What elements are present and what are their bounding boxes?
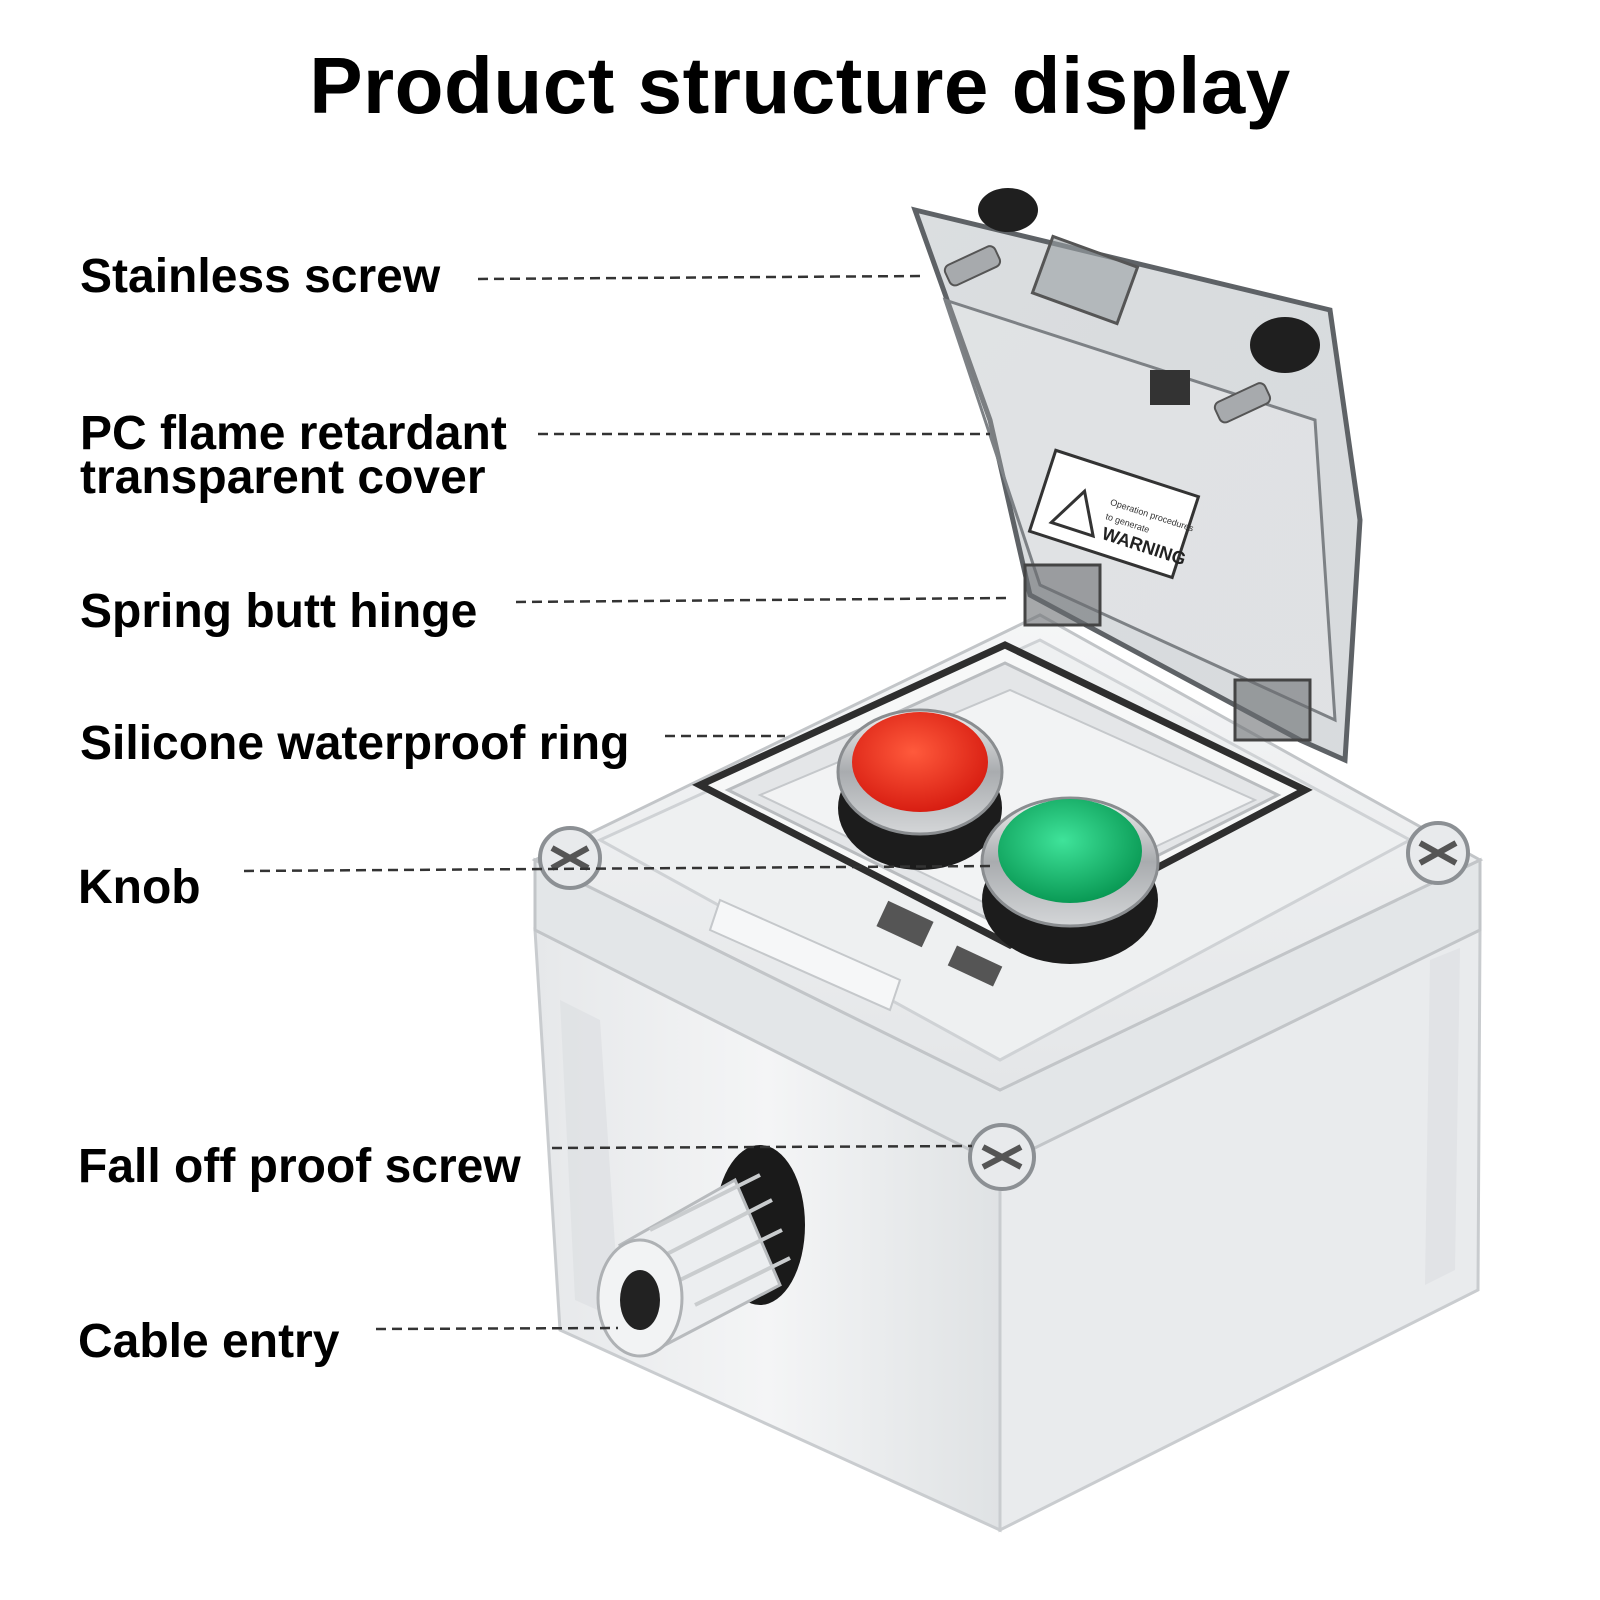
fall-off-proof-screw: [968, 1123, 1036, 1191]
label-cable-entry: Cable entry: [78, 1315, 340, 1368]
red-button: [836, 708, 1004, 870]
leader-spring-hinge: [515, 596, 1011, 604]
green-button: [980, 796, 1160, 964]
label-stainless-screw: Stainless screw: [80, 250, 441, 303]
label-pc-cover-line1: PC flame retardant: [80, 407, 507, 460]
stainless-screw-left: [943, 188, 1038, 287]
label-pc-cover-line2: transparent cover: [80, 451, 486, 504]
page-title: Product structure display: [309, 41, 1291, 130]
leader-fall-off-screw: [551, 1144, 973, 1150]
label-pc-cover: PC flame retardant transparent cover: [80, 407, 507, 504]
leader-cable-entry: [375, 1326, 619, 1331]
label-knob: Knob: [78, 861, 201, 914]
cable-gland: [596, 1145, 805, 1358]
corner-screw-left: [538, 826, 602, 890]
stainless-screw-right: [1213, 317, 1320, 424]
leader-lines: [243, 274, 1011, 1331]
corner-screw-right: [1406, 821, 1470, 885]
leader-knob: [243, 864, 994, 873]
label-silicone-ring: Silicone waterproof ring: [80, 717, 630, 770]
label-spring-hinge: Spring butt hinge: [80, 585, 478, 638]
leader-stainless-screw: [477, 274, 923, 281]
label-fall-off-screw: Fall off proof screw: [78, 1140, 521, 1193]
